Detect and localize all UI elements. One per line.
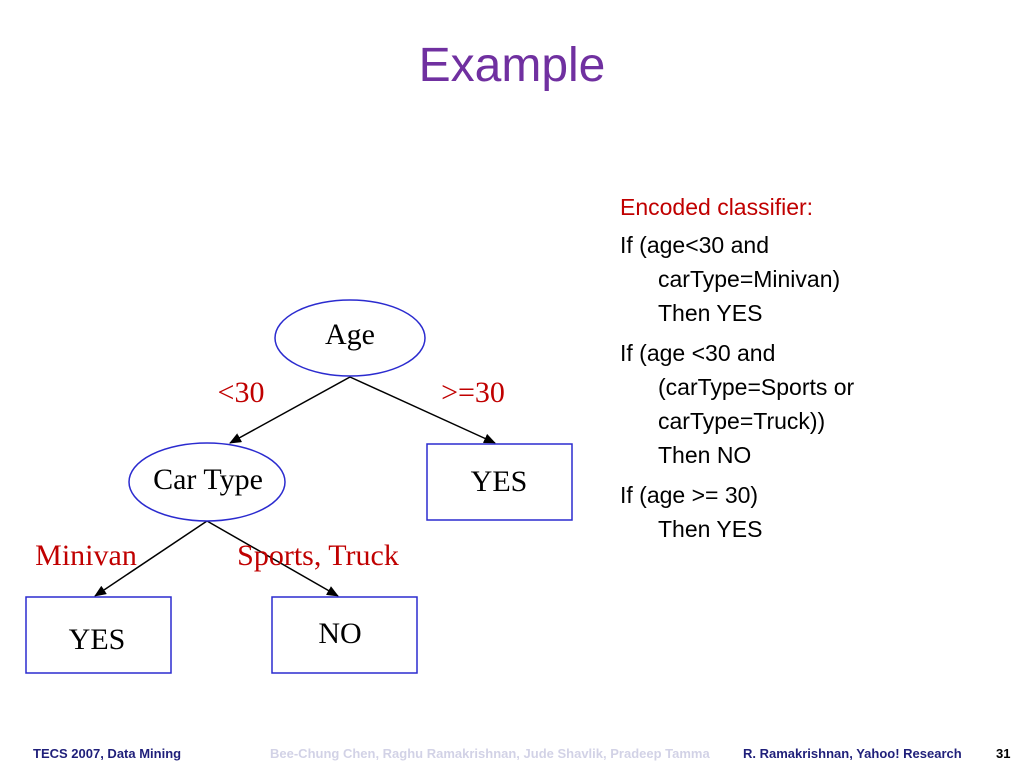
age-node-label: Age	[325, 318, 375, 351]
classifier-rule-line: carType=Minivan)	[658, 266, 841, 292]
encoded-classifier-heading: Encoded classifier:	[620, 194, 814, 220]
edge-label-minivan: Minivan	[35, 539, 137, 572]
edge-label-age-over-30: >=30	[441, 376, 505, 409]
classifier-rule: If (age <30 and (carType=Sports or carType…	[620, 336, 1000, 472]
no-leaf-sports-truck-label: NO	[318, 617, 361, 650]
classifier-rule-line: (carType=Sports or	[658, 374, 855, 400]
footer-course: TECS 2007, Data Mining	[33, 746, 182, 761]
car-type-node-label: Car Type	[153, 463, 263, 496]
footer-presenter: R. Ramakrishnan, Yahoo! Research	[743, 746, 962, 761]
edge-age-to-yes	[349, 376, 496, 444]
classifier-rule-line: carType=Truck))	[658, 408, 826, 434]
footer-authors: Bee-Chung Chen, Raghu Ramakrishnan, Jude…	[270, 746, 710, 761]
car-type-node	[128, 442, 286, 522]
edge-label-sports-truck: Sports, Truck	[237, 539, 399, 572]
age-node	[274, 299, 426, 377]
yes-leaf-minivan	[25, 596, 172, 674]
slide-title: Example	[418, 39, 606, 92]
classifier-rule-line: If (age <30 and	[620, 340, 776, 366]
yes-leaf-minivan-label: YES	[69, 623, 126, 656]
classifier-rule-line: Then YES	[658, 300, 763, 326]
yes-leaf-age-over-30-label: YES	[471, 465, 528, 498]
classifier-rule: If (age<30 and carType=Minivan) Then YES	[620, 228, 1000, 330]
page-number: 31	[996, 746, 1011, 761]
classifier-rule: If (age >= 30) Then YES	[620, 478, 1000, 546]
classifier-rule-line: If (age<30 and	[620, 232, 769, 258]
edge-label-age-under-30: <30	[218, 376, 265, 409]
classifier-rule-line: Then NO	[658, 442, 752, 468]
yes-leaf-age-over-30	[426, 443, 573, 521]
classifier-rule-line: If (age >= 30)	[620, 482, 759, 508]
no-leaf-sports-truck	[271, 596, 418, 674]
edge-cartype-to-yes	[94, 520, 208, 597]
encoded-classifier-panel: Encoded classifier: If (age<30 and carTyp…	[620, 190, 1000, 552]
classifier-rule-line: Then YES	[658, 516, 763, 542]
edge-age-to-cartype	[229, 376, 351, 444]
edge-cartype-to-no	[206, 520, 339, 597]
